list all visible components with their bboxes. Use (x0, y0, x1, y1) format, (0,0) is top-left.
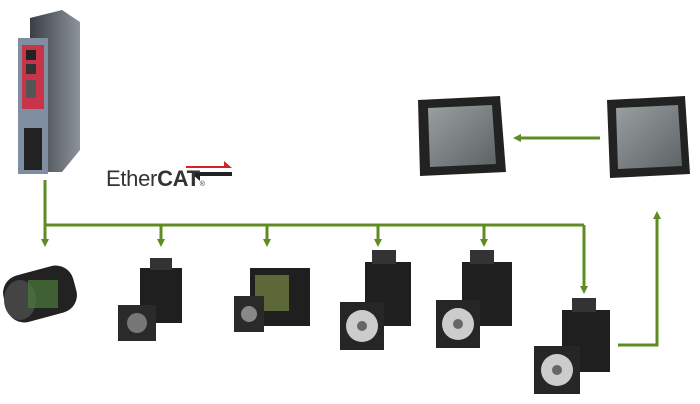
drive-6 (534, 298, 610, 394)
drive-3 (234, 268, 310, 332)
drive-1 (3, 265, 77, 323)
logo-prefix: Ether (106, 166, 158, 191)
drive-4 (340, 250, 411, 350)
ethercat-logo-arrows (186, 161, 232, 181)
logo-reg: ® (199, 181, 205, 188)
drive-2 (118, 258, 182, 341)
hmi-panel-2 (607, 96, 690, 178)
controller (18, 10, 80, 174)
ethercat-bus (41, 134, 661, 347)
drive-5 (436, 250, 512, 348)
ethercat-logo: EtherCAT® (106, 166, 205, 192)
logo-bold: CAT (157, 166, 200, 191)
hmi-panel-1 (418, 96, 506, 176)
